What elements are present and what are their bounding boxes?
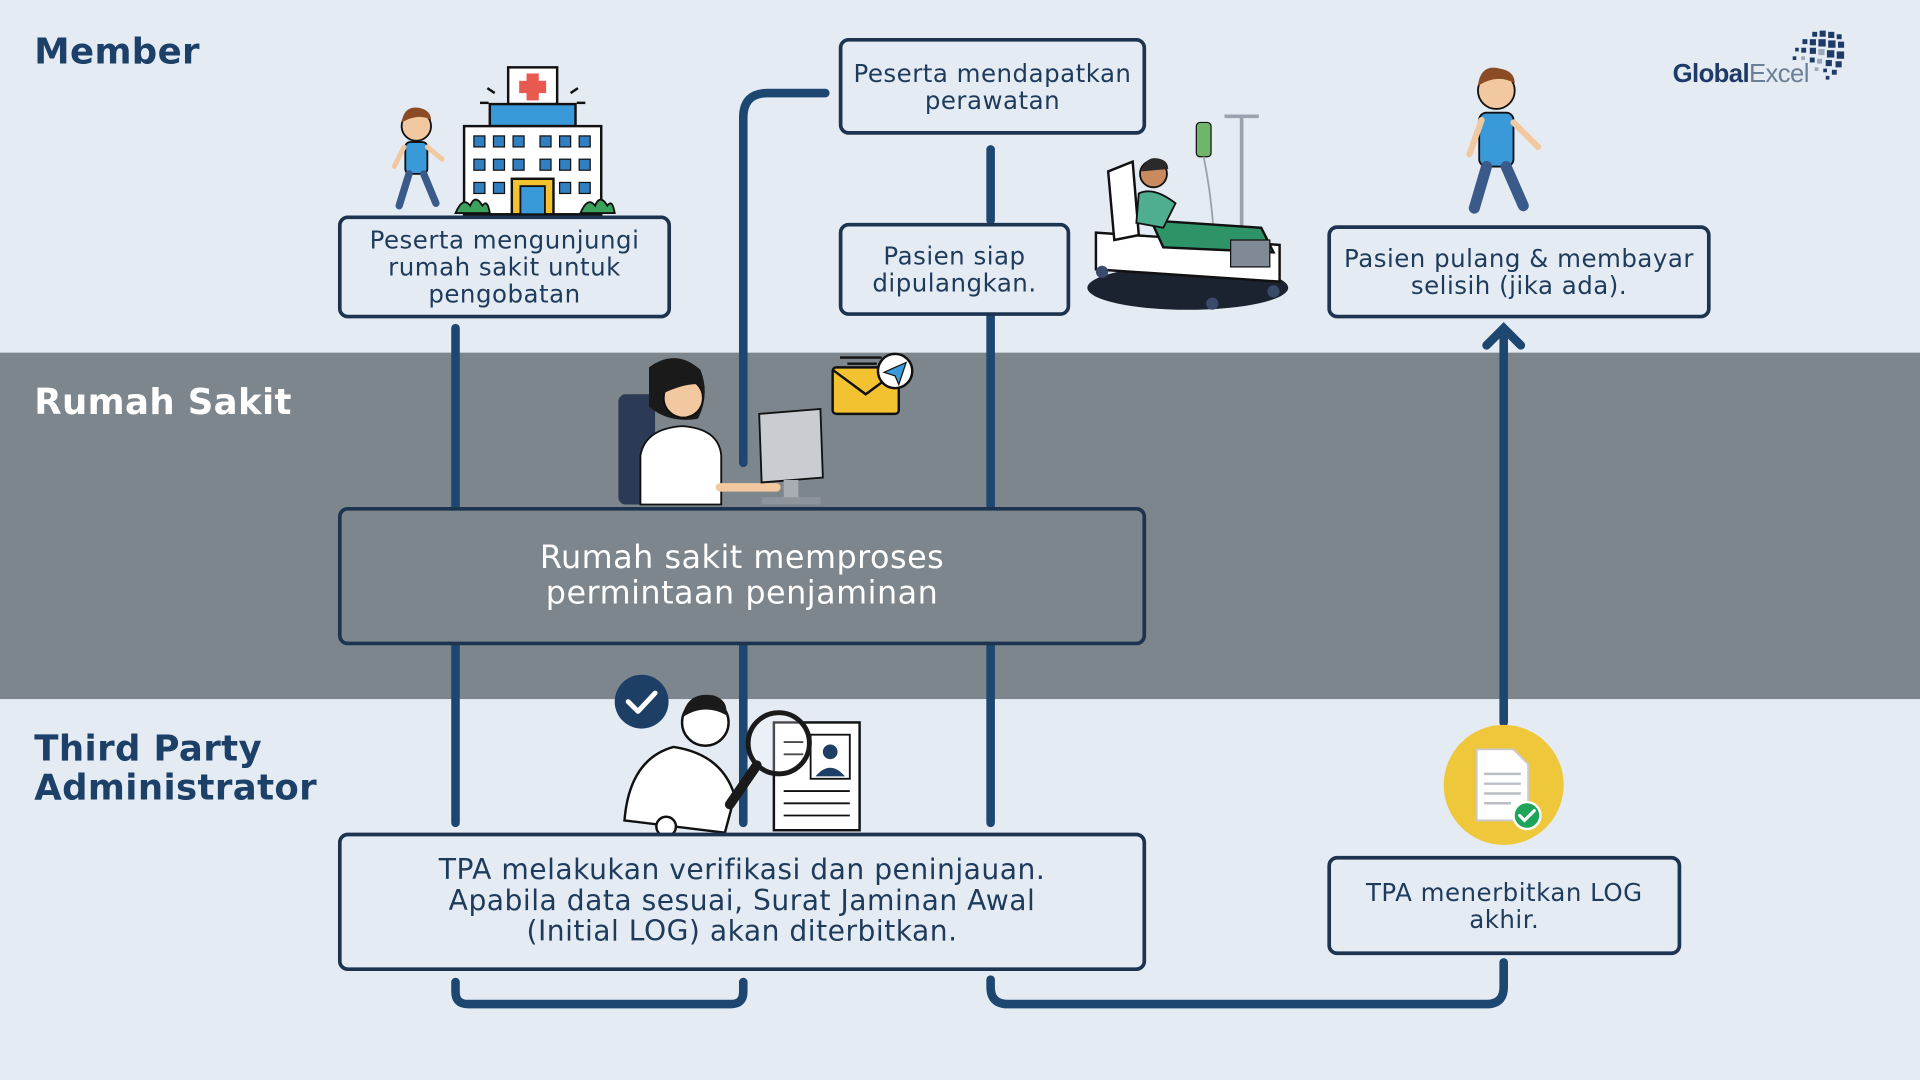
lane-title-member: Member <box>34 30 200 73</box>
step-visit-hospital: Peserta mengunjungi rumah sakit untuk pe… <box>337 215 672 319</box>
step-receive-care: Peserta mendapatkan perawatan <box>838 37 1147 135</box>
step-ready-discharge: Pasien siap dipulangkan. <box>838 222 1071 316</box>
connector-verify-final-log <box>986 958 1508 1009</box>
document-check-icon <box>1443 724 1564 845</box>
walking-child-icon <box>1466 67 1542 214</box>
walking-child-icon <box>391 107 445 210</box>
globalexcel-logo: GlobalExcel <box>1673 27 1857 91</box>
patient-bed-icon <box>1087 114 1289 310</box>
step-hospital-process: Rumah sakit memproses permintaan penjami… <box>337 506 1147 646</box>
step-discharge-pay: Pasien pulang & membayar selisih (jika a… <box>1327 225 1711 319</box>
lane-title-rumah-sakit: Rumah Sakit <box>34 380 292 423</box>
arrowhead-discharge <box>1482 322 1526 350</box>
step-tpa-final-log: TPA menerbitkan LOG akhir. <box>1327 855 1682 956</box>
doctor-computer-icon <box>618 358 824 506</box>
reviewer-magnifier-icon <box>614 674 861 838</box>
hospital-building-icon <box>454 66 616 216</box>
lane-title-tpa: Third Party Administrator <box>34 727 318 809</box>
bracket-initial-log <box>451 977 748 1009</box>
logo-wordmark: GlobalExcel <box>1672 60 1810 89</box>
email-send-icon <box>831 352 914 416</box>
step-tpa-verify: TPA melakukan verifikasi dan peninjauan.… <box>337 832 1147 972</box>
globe-dots-icon <box>1792 30 1845 80</box>
connector-process-care <box>738 88 830 468</box>
